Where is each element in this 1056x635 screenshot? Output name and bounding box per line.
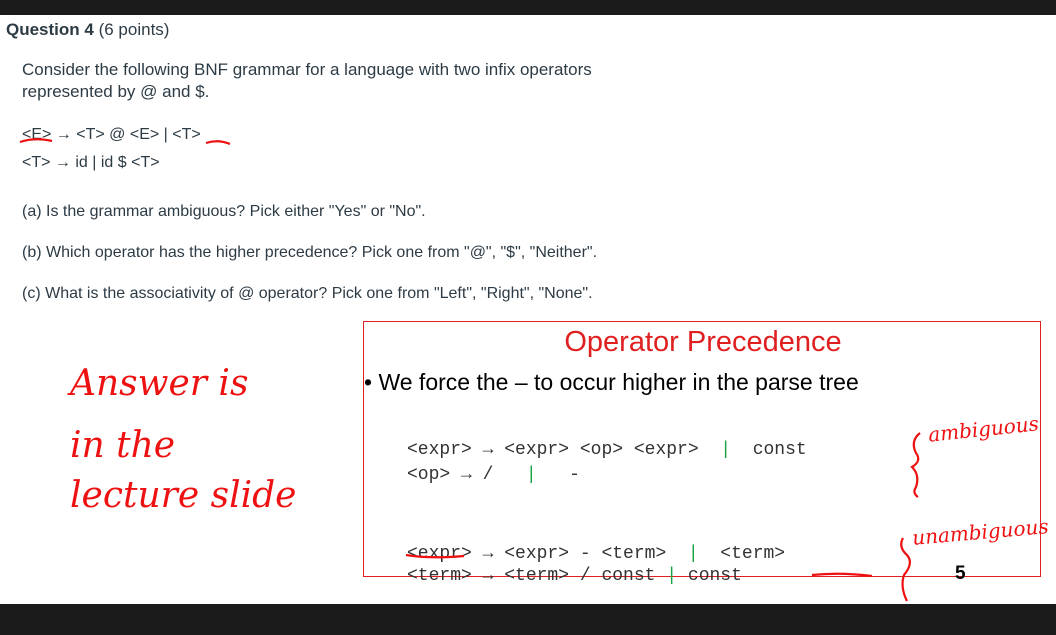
- rule-separator: |: [666, 566, 678, 586]
- rule-lhs: <expr>: [407, 440, 472, 460]
- slide-page-number: 5: [955, 563, 966, 584]
- slide-bullet: • We force the – to occur higher in the …: [364, 369, 859, 396]
- underline-expr-mark: [405, 553, 465, 559]
- intro-line-1: Consider the following BNF grammar for a…: [22, 60, 592, 79]
- question-part-c: (c) What is the associativity of @ opera…: [22, 285, 593, 302]
- handwritten-answer-line-2: in the: [70, 425, 176, 466]
- rule-lhs: <term>: [407, 566, 472, 586]
- question-points: (6 points): [98, 20, 170, 39]
- unambiguous-rule-expr: <expr> → <expr> - <term> | <term>: [407, 544, 785, 564]
- unambiguous-brace-mark: [900, 537, 911, 602]
- rule-rhs: → /: [461, 465, 494, 485]
- rule-alternative: const: [687, 566, 742, 586]
- question-part-a: (a) Is the grammar ambiguous? Pick eithe…: [22, 203, 426, 220]
- bullet-dot-icon: •: [364, 369, 373, 395]
- handwritten-answer-line-3: lecture slide: [70, 475, 297, 516]
- rule-separator: |: [525, 465, 537, 485]
- rule-rhs: → <expr> <op> <expr>: [482, 440, 699, 460]
- unambiguous-rule-term: <term> → <term> / const | const: [407, 566, 742, 586]
- grammar-rule-e: <E> → <T> @ <E> | <T>: [22, 126, 201, 143]
- rule-rhs: → <term> / const: [482, 566, 656, 586]
- question-intro: Consider the following BNF grammar for a…: [22, 59, 592, 103]
- rule-separator: |: [720, 440, 732, 460]
- question-page: Question 4 (6 points) Consider the follo…: [0, 15, 1056, 604]
- underline-e-mark: [19, 138, 53, 144]
- question-part-b: (b) Which operator has the higher preced…: [22, 244, 598, 261]
- slide-bullet-text: We force the – to occur higher in the pa…: [378, 369, 859, 395]
- underline-t-mark: [205, 140, 231, 146]
- intro-line-2: represented by @ and $.: [22, 82, 210, 101]
- ambiguous-rule-expr: <expr> → <expr> <op> <expr> | const: [407, 440, 807, 460]
- rule-lhs: <op>: [407, 465, 451, 485]
- rule-lhs: <expr>: [407, 544, 472, 564]
- rule-alternative: <term>: [720, 544, 786, 564]
- underline-term-mark: [811, 572, 873, 578]
- question-number: Question 4: [6, 20, 94, 39]
- rule-separator: |: [687, 544, 699, 564]
- rule-alternative: const: [752, 440, 807, 460]
- ambiguous-brace-mark: [910, 432, 921, 498]
- handwritten-answer-line-1: Answer is: [70, 363, 249, 404]
- grammar-rule-t: <T> → id | id $ <T>: [22, 154, 160, 171]
- rule-alternative: -: [569, 465, 580, 485]
- annotation-ink-layer: [19, 138, 921, 602]
- question-title: Question 4 (6 points): [6, 20, 169, 40]
- ambiguous-rule-op: <op> → / | -: [407, 465, 580, 485]
- slide-title: Operator Precedence: [564, 326, 842, 358]
- lecture-slide: Operator Precedence • We force the – to …: [363, 321, 1041, 586]
- rule-rhs: → <expr> - <term>: [482, 544, 667, 564]
